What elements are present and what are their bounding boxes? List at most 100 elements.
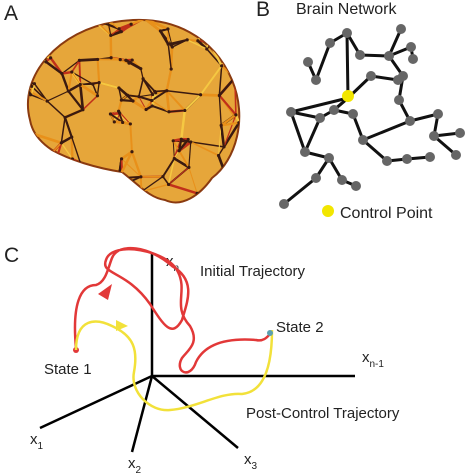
mesh-strand	[45, 60, 63, 75]
mesh-strand	[56, 19, 59, 22]
mesh-strand	[57, 20, 61, 25]
mesh-strand	[219, 199, 232, 203]
mesh-node	[94, 194, 98, 198]
mesh-strand	[151, 104, 170, 113]
network-node	[325, 38, 335, 48]
mesh-node	[39, 207, 42, 210]
mesh-node	[77, 58, 82, 62]
mesh-strand	[162, 176, 170, 185]
mesh-strand	[70, 158, 74, 177]
mesh-strand	[188, 167, 198, 194]
mesh-strand	[80, 163, 85, 168]
mesh-strand	[60, 142, 73, 160]
mesh-strand	[40, 207, 58, 208]
mesh-strand	[110, 30, 122, 37]
mesh-node	[151, 92, 155, 97]
mesh-strand	[37, 185, 48, 191]
mesh-node	[216, 153, 221, 158]
mesh-strand	[90, 19, 108, 22]
axes	[39, 252, 355, 453]
mesh-strand	[212, 182, 230, 203]
axis-x3	[151, 375, 239, 449]
mesh-node	[222, 145, 226, 149]
mesh-node	[27, 130, 29, 134]
axis-x1-label: x1	[30, 431, 44, 452]
mesh-node	[56, 19, 60, 23]
mesh-strand	[196, 192, 232, 203]
mesh-strand	[61, 70, 73, 75]
mesh-strand	[218, 94, 237, 116]
mesh-node	[137, 95, 141, 99]
mesh-node	[37, 53, 41, 57]
network-node	[337, 175, 347, 185]
mesh-strand	[188, 141, 192, 168]
mesh-strand	[118, 87, 123, 101]
mesh-node	[47, 155, 51, 159]
mesh-node	[189, 140, 193, 144]
mesh-strand	[73, 186, 89, 193]
mesh-strand	[88, 191, 107, 201]
mesh-node	[166, 182, 171, 187]
network-node	[405, 116, 415, 126]
mesh-strand	[217, 146, 225, 156]
mesh-strand	[234, 77, 237, 115]
mesh-strand	[38, 14, 57, 18]
mesh-strand	[70, 176, 75, 188]
mesh-node	[117, 27, 121, 31]
network-title: Brain Network	[296, 1, 397, 18]
post-control-trajectory-curve	[74, 320, 274, 412]
mesh-node	[37, 44, 41, 48]
mesh-strand	[209, 34, 223, 43]
mesh-strand	[94, 19, 108, 22]
mesh-node	[119, 30, 123, 34]
mesh-node	[186, 137, 190, 142]
mesh-strand	[47, 164, 56, 171]
mesh-node	[106, 19, 110, 22]
mesh-node	[70, 70, 74, 74]
mesh-strand	[199, 65, 223, 96]
mesh-node	[119, 98, 124, 102]
mesh-strand	[36, 168, 50, 188]
mesh-node	[125, 93, 130, 97]
mesh-strand	[140, 191, 144, 203]
mesh-strand	[168, 183, 198, 195]
mesh-node	[205, 47, 209, 51]
mesh-strand	[88, 191, 97, 197]
mesh-strand	[27, 43, 40, 56]
control-point-legend-dot	[322, 205, 334, 217]
mesh-strand	[36, 185, 48, 192]
mesh-strand	[212, 198, 221, 203]
mesh-strand	[37, 186, 48, 191]
mesh-strand	[95, 195, 107, 200]
mesh-strand	[70, 163, 82, 178]
mesh-strand	[208, 19, 213, 43]
mesh-node	[112, 120, 116, 124]
mesh-node	[49, 56, 53, 60]
mesh-strand	[70, 158, 74, 177]
panel-b-label: B	[256, 0, 270, 21]
mesh-strand	[27, 43, 40, 56]
mesh-node	[96, 57, 100, 62]
mesh-strand	[209, 34, 223, 44]
panel-c-label: C	[4, 244, 19, 267]
mesh-strand	[27, 43, 40, 48]
mesh-strand	[37, 185, 48, 191]
mesh-node	[52, 163, 57, 168]
mesh-strand	[36, 186, 39, 196]
mesh-node	[130, 150, 134, 154]
mesh-strand	[125, 59, 142, 70]
mesh-strand	[38, 19, 60, 25]
mesh-strand	[88, 191, 107, 201]
mesh-strand	[27, 158, 34, 164]
mesh-node	[198, 93, 203, 97]
mesh-strand	[165, 68, 173, 91]
mesh-node	[158, 29, 163, 33]
network-node	[358, 135, 368, 145]
mesh-strand	[190, 141, 225, 148]
mesh-node	[139, 175, 143, 179]
network-node	[406, 42, 416, 52]
mesh-strand	[82, 95, 98, 111]
mesh-strand	[58, 200, 81, 203]
mesh-node	[97, 81, 101, 85]
mesh-node	[185, 38, 189, 42]
